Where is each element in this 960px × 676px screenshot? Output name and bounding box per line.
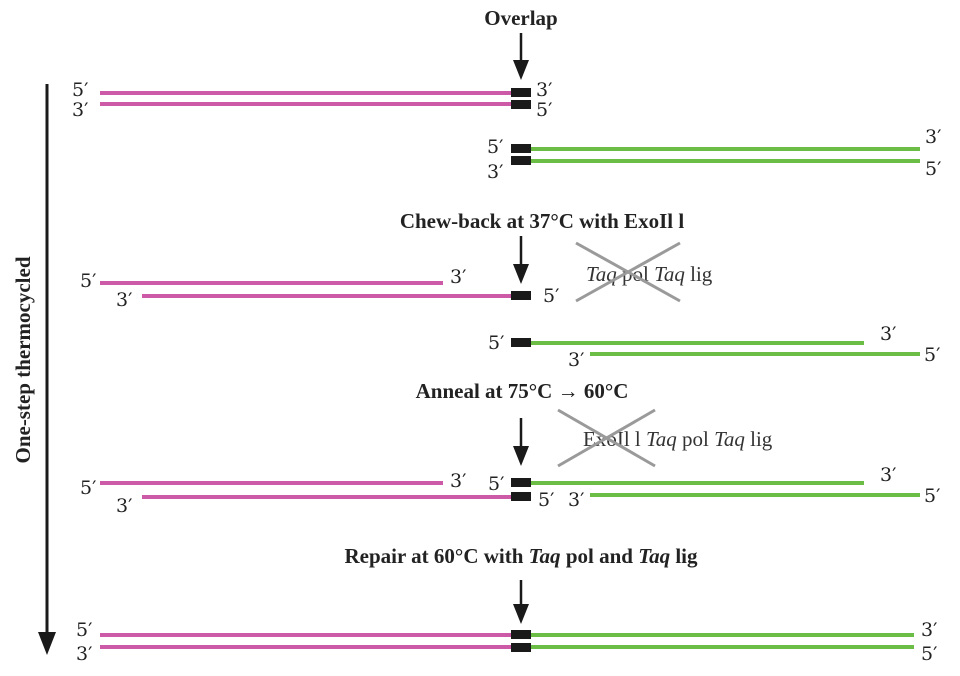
- enzyme-name: Taq: [714, 427, 745, 451]
- chewback-inactive-enzymes: Taq pol Taq lig: [575, 241, 713, 303]
- repair-title-part: lig: [670, 544, 698, 568]
- three-prime-label: 3′: [880, 323, 896, 345]
- one-step-thermocycled-label: One-step thermocycled: [11, 256, 35, 463]
- five-prime-label: 5′: [536, 99, 552, 121]
- five-prime-label: 5′: [925, 158, 941, 180]
- overlap-block: [511, 88, 531, 97]
- five-prime-label: 5′: [488, 473, 504, 495]
- five-prime-label: 5′: [543, 285, 559, 307]
- five-prime-label: 5′: [924, 485, 940, 507]
- annealed-fragments: 5′ 3′ 3′ 5′ 5′ 3′ 3′ 5′: [80, 464, 940, 517]
- repair-title-part: Taq: [529, 544, 561, 568]
- fragment-a-chewed: 5′ 3′ 3′ 5′: [80, 266, 559, 311]
- five-prime-label: 5′: [488, 332, 504, 354]
- overlap-block: [511, 100, 531, 109]
- repair-title-part: Repair at 60°C with: [344, 544, 528, 568]
- enzyme-name: pol: [677, 427, 714, 451]
- three-prime-label: 3′: [76, 643, 92, 665]
- three-prime-label: 3′: [487, 161, 503, 183]
- three-prime-label: 3′: [880, 464, 896, 486]
- inactive-cross-icon: [575, 241, 681, 303]
- enzyme-name: Taq: [586, 262, 617, 286]
- process-direction-arrow-icon: [38, 84, 56, 655]
- five-prime-label: 5′: [921, 643, 937, 665]
- overlap-block: [511, 643, 531, 652]
- overlap-label: Overlap: [484, 6, 558, 30]
- inactive-cross-icon: [557, 408, 656, 468]
- fragment-b-input: 5′ 3′ 3′ 5′: [487, 126, 941, 183]
- five-prime-label: 5′: [72, 79, 88, 101]
- enzyme-name: Taq: [654, 262, 685, 286]
- three-prime-label: 3′: [116, 495, 132, 517]
- chewback-arrow-icon: [513, 236, 529, 284]
- overlap-block: [511, 478, 531, 487]
- fragment-a-input: 5′ 3′ 3′ 5′: [72, 79, 552, 121]
- overlap-block: [511, 291, 531, 300]
- three-prime-label: 3′: [450, 470, 466, 492]
- five-prime-label: 5′: [76, 619, 92, 641]
- anneal-step-title: Anneal at 75°C → 60°C: [416, 379, 629, 403]
- overlap-block: [511, 338, 531, 347]
- overlap-block: [511, 630, 531, 639]
- overlap-block: [511, 144, 531, 153]
- inactive-enzymes-text: ExoIl l Taq pol Taq lig: [583, 427, 773, 451]
- enzyme-name: lig: [685, 262, 713, 286]
- enzyme-name: lig: [745, 427, 773, 451]
- repair-title-part: pol and: [561, 544, 639, 568]
- repair-step-title: Repair at 60°C with Taq pol and Taq lig: [344, 544, 698, 568]
- anneal-inactive-enzymes: ExoIl l Taq pol Taq lig: [557, 408, 773, 468]
- five-prime-label: 5′: [538, 489, 554, 511]
- three-prime-label: 3′: [116, 289, 132, 311]
- five-prime-label: 5′: [80, 477, 96, 499]
- three-prime-label: 3′: [921, 619, 937, 641]
- three-prime-label: 3′: [450, 266, 466, 288]
- five-prime-label: 5′: [80, 270, 96, 292]
- three-prime-label: 3′: [536, 79, 552, 101]
- overlap-arrow-icon: [513, 33, 529, 80]
- overlap-block: [511, 492, 531, 501]
- fragment-b-chewed: 5′ 3′ 3′ 5′: [488, 323, 940, 371]
- chewback-step-title: Chew-back at 37°C with ExoIl l: [400, 209, 684, 233]
- three-prime-label: 3′: [568, 489, 584, 511]
- enzyme-name: Taq: [646, 427, 677, 451]
- repair-arrow-icon: [513, 580, 529, 624]
- overlap-block: [511, 156, 531, 165]
- three-prime-label: 3′: [72, 99, 88, 121]
- anneal-arrow-icon: [513, 418, 529, 466]
- three-prime-label: 3′: [568, 349, 584, 371]
- repair-title-part: Taq: [638, 544, 670, 568]
- five-prime-label: 5′: [924, 344, 940, 366]
- three-prime-label: 3′: [925, 126, 941, 148]
- repaired-product: 5′ 3′ 3′ 5′: [76, 619, 937, 665]
- five-prime-label: 5′: [487, 136, 503, 158]
